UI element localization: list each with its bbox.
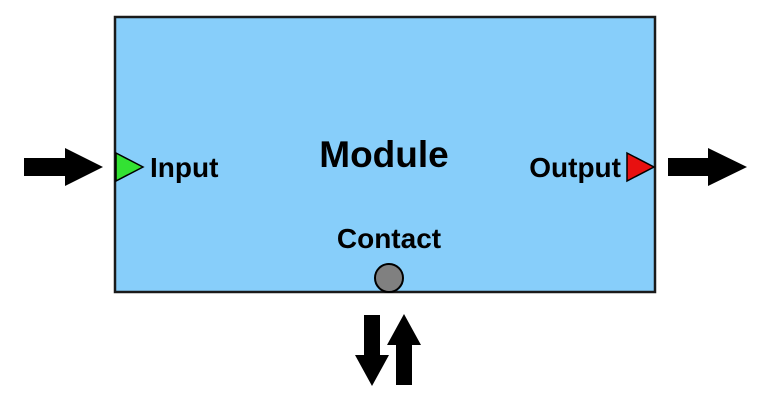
- output-arrow-icon: [668, 148, 747, 186]
- input-port-marker: [115, 151, 145, 183]
- contact-port-marker: [374, 263, 404, 293]
- contact-label: Contact: [337, 223, 441, 254]
- contact-down-arrow-icon: [355, 315, 389, 386]
- input-arrow-icon: [24, 148, 103, 186]
- module-box: [113, 15, 657, 294]
- input-label: Input: [150, 152, 218, 183]
- contact-up-arrow-icon: [387, 314, 421, 385]
- module-title: Module: [319, 134, 448, 175]
- output-port-marker: [626, 151, 656, 183]
- output-label: Output: [529, 152, 621, 183]
